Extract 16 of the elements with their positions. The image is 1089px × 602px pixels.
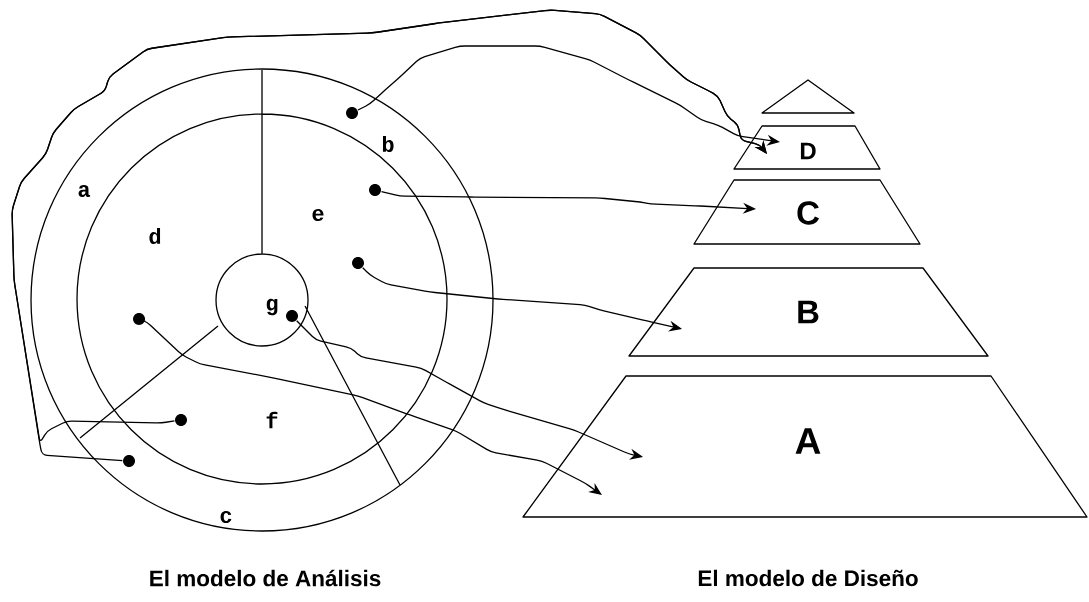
pyramid-top	[761, 79, 855, 114]
caption: El modelo de Diseño	[698, 569, 918, 587]
region-letter: f	[266, 411, 278, 429]
caption: El modelo de Análisis	[150, 569, 381, 587]
region-letter: b	[382, 135, 394, 153]
pyramid-layer: D	[733, 125, 881, 170]
pyramid-layer: C	[693, 179, 921, 245]
region-letter: c	[220, 510, 232, 523]
region-letter: a	[78, 184, 91, 198]
arrow	[362, 267, 682, 332]
pyramid-layer: B	[628, 267, 989, 357]
arrow	[141, 319, 602, 495]
region-letter: e	[312, 208, 324, 222]
pyramid-layer: A	[522, 375, 1088, 518]
region-letter: d	[149, 227, 161, 245]
region-letter: g	[266, 298, 278, 316]
